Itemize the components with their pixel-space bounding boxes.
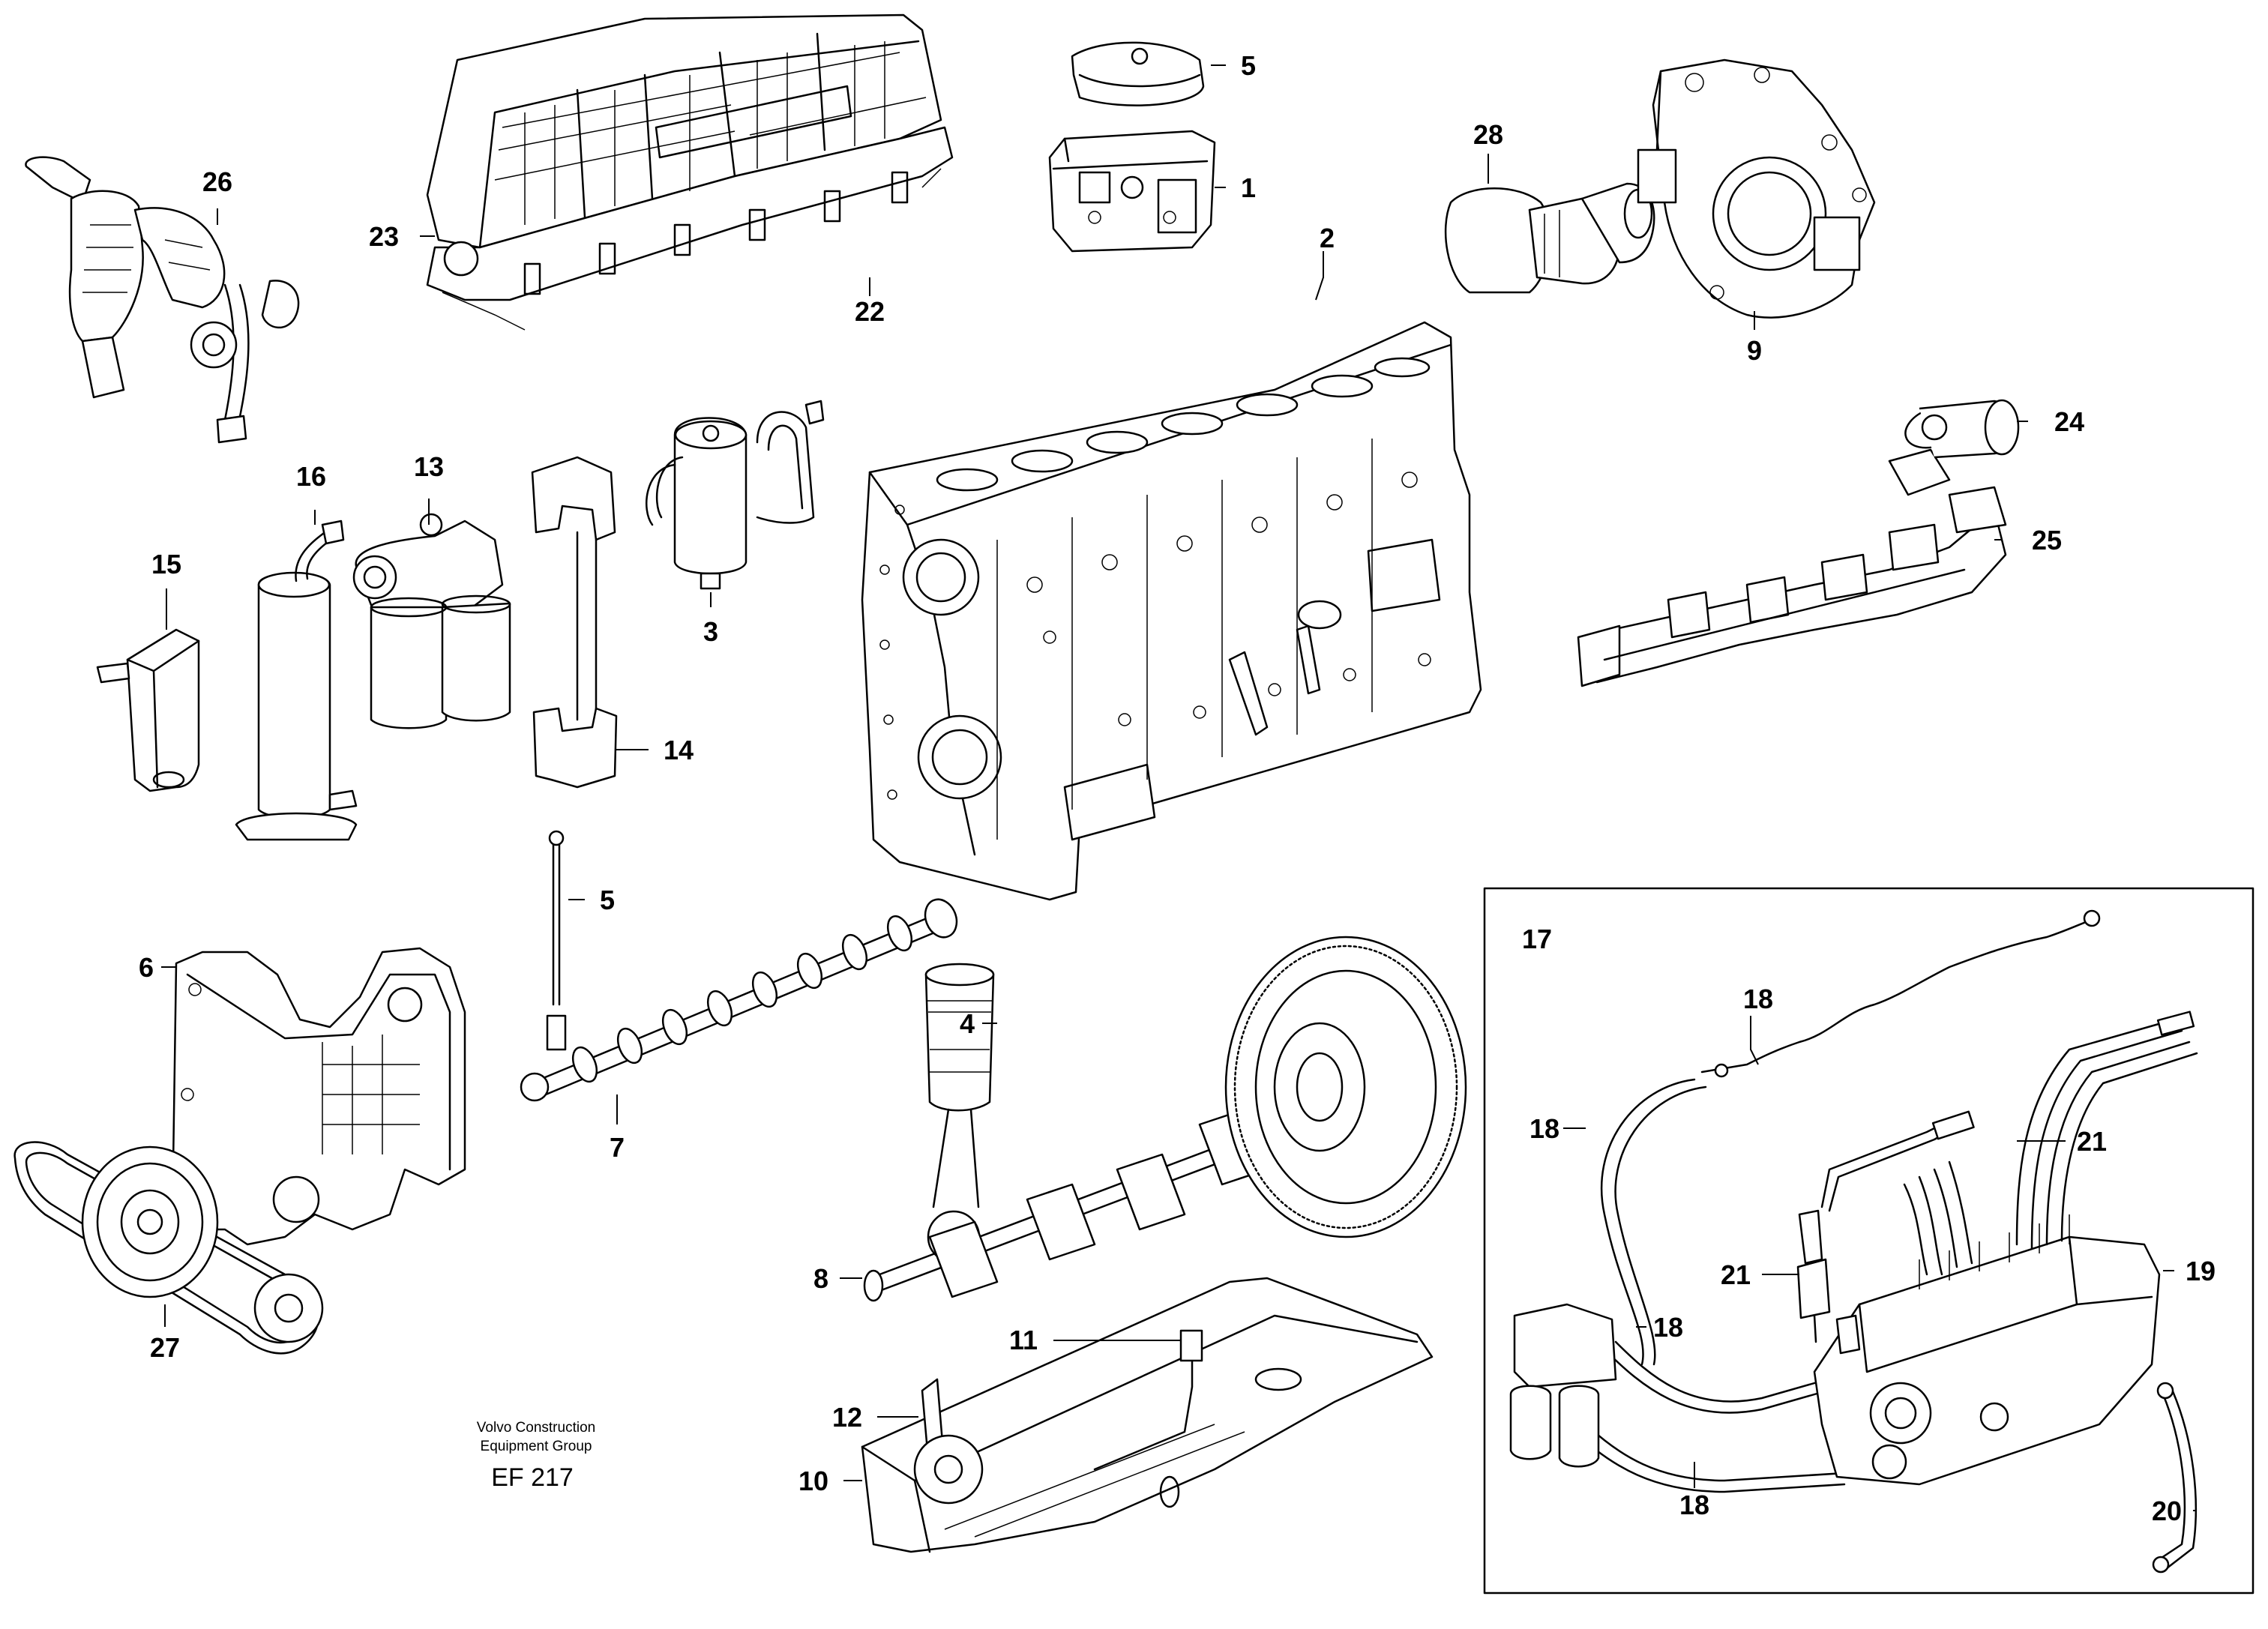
part-23-22-drawing [426,13,954,331]
callout-10: 10 [798,1466,828,1496]
callout-18-top: 18 [1743,984,1773,1014]
callout-6: 6 [139,952,154,983]
part-10-oil-pan-drawing [861,1277,1434,1553]
callout-24: 24 [2054,406,2084,437]
part-16-drawing [235,520,358,841]
callout-8: 8 [813,1263,828,1294]
callout-21-injector: 21 [1721,1259,1751,1290]
callout-15: 15 [151,549,181,579]
part-14-bracket-drawing [531,456,618,789]
inset-17-fuel-system [1483,887,2255,1595]
credit-line-2: Equipment Group [481,1439,592,1454]
part-5-cap-drawing [1071,41,1205,106]
part-13-oil-filter-drawing [352,513,511,729]
callout-25: 25 [2032,525,2062,555]
flywheel-drawing [1224,936,1467,1238]
callout-22: 22 [855,296,885,327]
part-2-engine-block-drawing [861,321,1482,901]
callout-9: 9 [1747,335,1762,366]
callout-18-bottom: 18 [1679,1490,1709,1520]
callout-18-left: 18 [1529,1113,1559,1144]
callout-20: 20 [2152,1496,2182,1526]
part-7-camshaft-drawing [520,898,958,1102]
part-25-exhaust-manifold-drawing [1577,486,2007,687]
part-3-drawing [646,400,825,590]
part-28-drawing [1444,182,1655,294]
callout-16: 16 [296,461,326,492]
part-15-cover-drawing [96,628,200,792]
callout-4: 4 [960,1008,975,1039]
part-1-cylinder-head-drawing [1048,130,1216,253]
part-27-belt-pulley-drawing [13,1141,324,1355]
callout-5-dipstick: 5 [600,885,615,915]
callout-7: 7 [610,1132,625,1163]
part-6-timing-cover-drawing [171,947,466,1246]
callout-28: 28 [1473,119,1503,150]
leader-lines [161,64,2197,1511]
callout-26: 26 [202,166,232,197]
callout-labels: 1 2 3 4 5 5 6 7 8 9 10 11 12 13 14 15 16… [139,50,2216,1526]
part-24-drawing [1888,399,2020,496]
part-5-dipstick-drawing [546,830,567,1051]
callout-11: 11 [1009,1325,1038,1355]
callout-21-pipes: 21 [2077,1126,2107,1157]
callout-14: 14 [664,735,694,765]
callout-1: 1 [1241,172,1256,203]
credit-line-1: Volvo Construction [477,1420,595,1436]
callout-27: 27 [150,1332,180,1363]
credit-block: Volvo Construction Equipment Group EF 21… [477,1420,595,1492]
callout-13: 13 [414,451,444,482]
callout-2: 2 [1320,223,1335,253]
callout-18-filter: 18 [1653,1312,1683,1343]
callout-3: 3 [703,616,718,647]
part-26-drawing [25,156,300,444]
callout-23: 23 [369,221,399,252]
callout-19: 19 [2186,1256,2216,1286]
callout-17: 17 [1522,924,1552,954]
callout-12: 12 [832,1402,862,1433]
figure-code: EF 217 [491,1463,574,1492]
part-9-flywheel-housing-drawing [1637,58,1876,319]
callout-5-top: 5 [1241,50,1256,81]
